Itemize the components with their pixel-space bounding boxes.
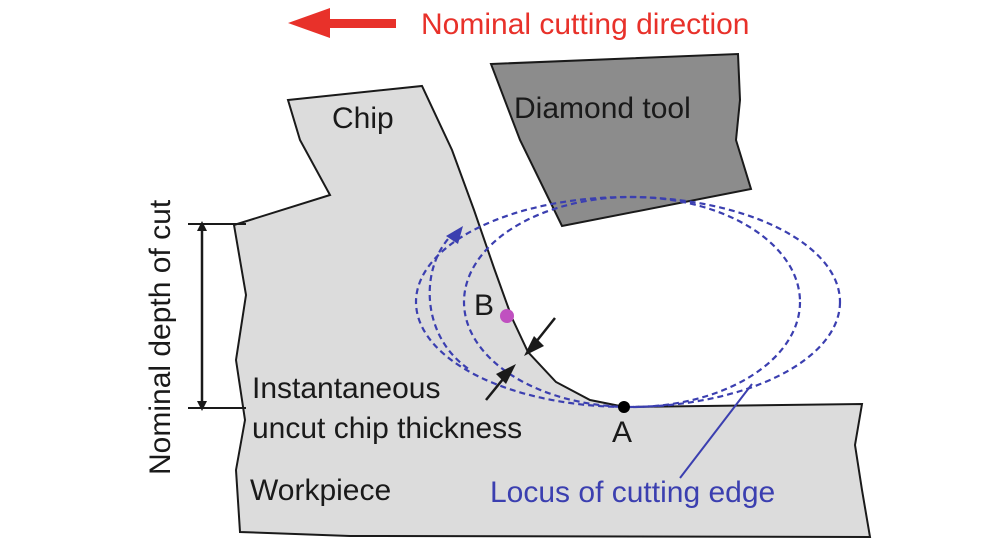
locus-leader-line [679,383,753,479]
chip-thickness-label-line2: uncut chip thickness [252,412,522,445]
locus-label: Locus of cutting edge [490,476,775,509]
point-a-marker [618,401,630,413]
locus-ellipse-middle [462,195,802,409]
chip-thickness-arrows [485,317,556,401]
point-a-label: A [612,416,632,449]
point-b-marker [500,309,514,323]
locus-ellipse-outer [414,195,842,409]
depth-dimension [188,221,246,411]
depth-label: Nominal depth of cut [144,199,177,475]
locus-arc-left [428,231,471,371]
diamond-tool [489,52,753,228]
workpiece [232,84,872,539]
cutting-direction-arrow [288,8,396,38]
cutting-direction-label: Nominal cutting direction [421,8,750,41]
chip-thickness-label-line1: Instantaneous [252,372,440,405]
locus-direction-arrowhead [446,226,463,244]
diamond-tool-label: Diamond tool [514,92,691,125]
point-b-label: B [474,289,494,322]
workpiece-label: Workpiece [250,474,391,507]
chip-label: Chip [332,102,394,135]
